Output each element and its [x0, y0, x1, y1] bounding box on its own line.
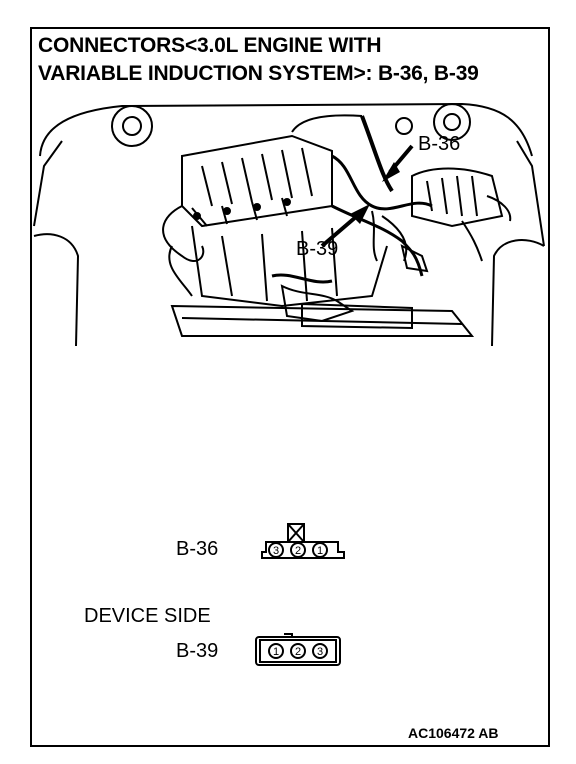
callout-b36: B-36 [418, 133, 461, 155]
b36-connector-diagram: 3 2 1 [261, 523, 345, 559]
b36-label: B-36 [176, 538, 219, 560]
device-side-label: DEVICE SIDE [84, 605, 211, 627]
b36-pin-2: 2 [295, 545, 301, 557]
title-line-1: CONNECTORS<3.0L ENGINE WITH [38, 34, 382, 57]
b39-pin-3: 3 [317, 646, 323, 658]
engine-bay-illustration [33, 102, 545, 347]
b39-connector-diagram: 1 2 3 [255, 633, 341, 666]
callout-b39: B-39 [296, 238, 339, 260]
b39-pin-1: 1 [273, 646, 279, 658]
figure-title: CONNECTORS<3.0L ENGINE WITH VARIABLE IND… [38, 32, 479, 88]
b36-pin-1: 1 [317, 545, 323, 557]
b39-pin-2: 2 [295, 646, 301, 658]
title-line-2: VARIABLE INDUCTION SYSTEM>: B-36, B-39 [38, 62, 479, 85]
b39-label: B-39 [176, 640, 219, 662]
figure-frame [30, 27, 550, 747]
b36-pin-3: 3 [273, 545, 279, 557]
figure-code: AC106472 AB [408, 725, 499, 741]
